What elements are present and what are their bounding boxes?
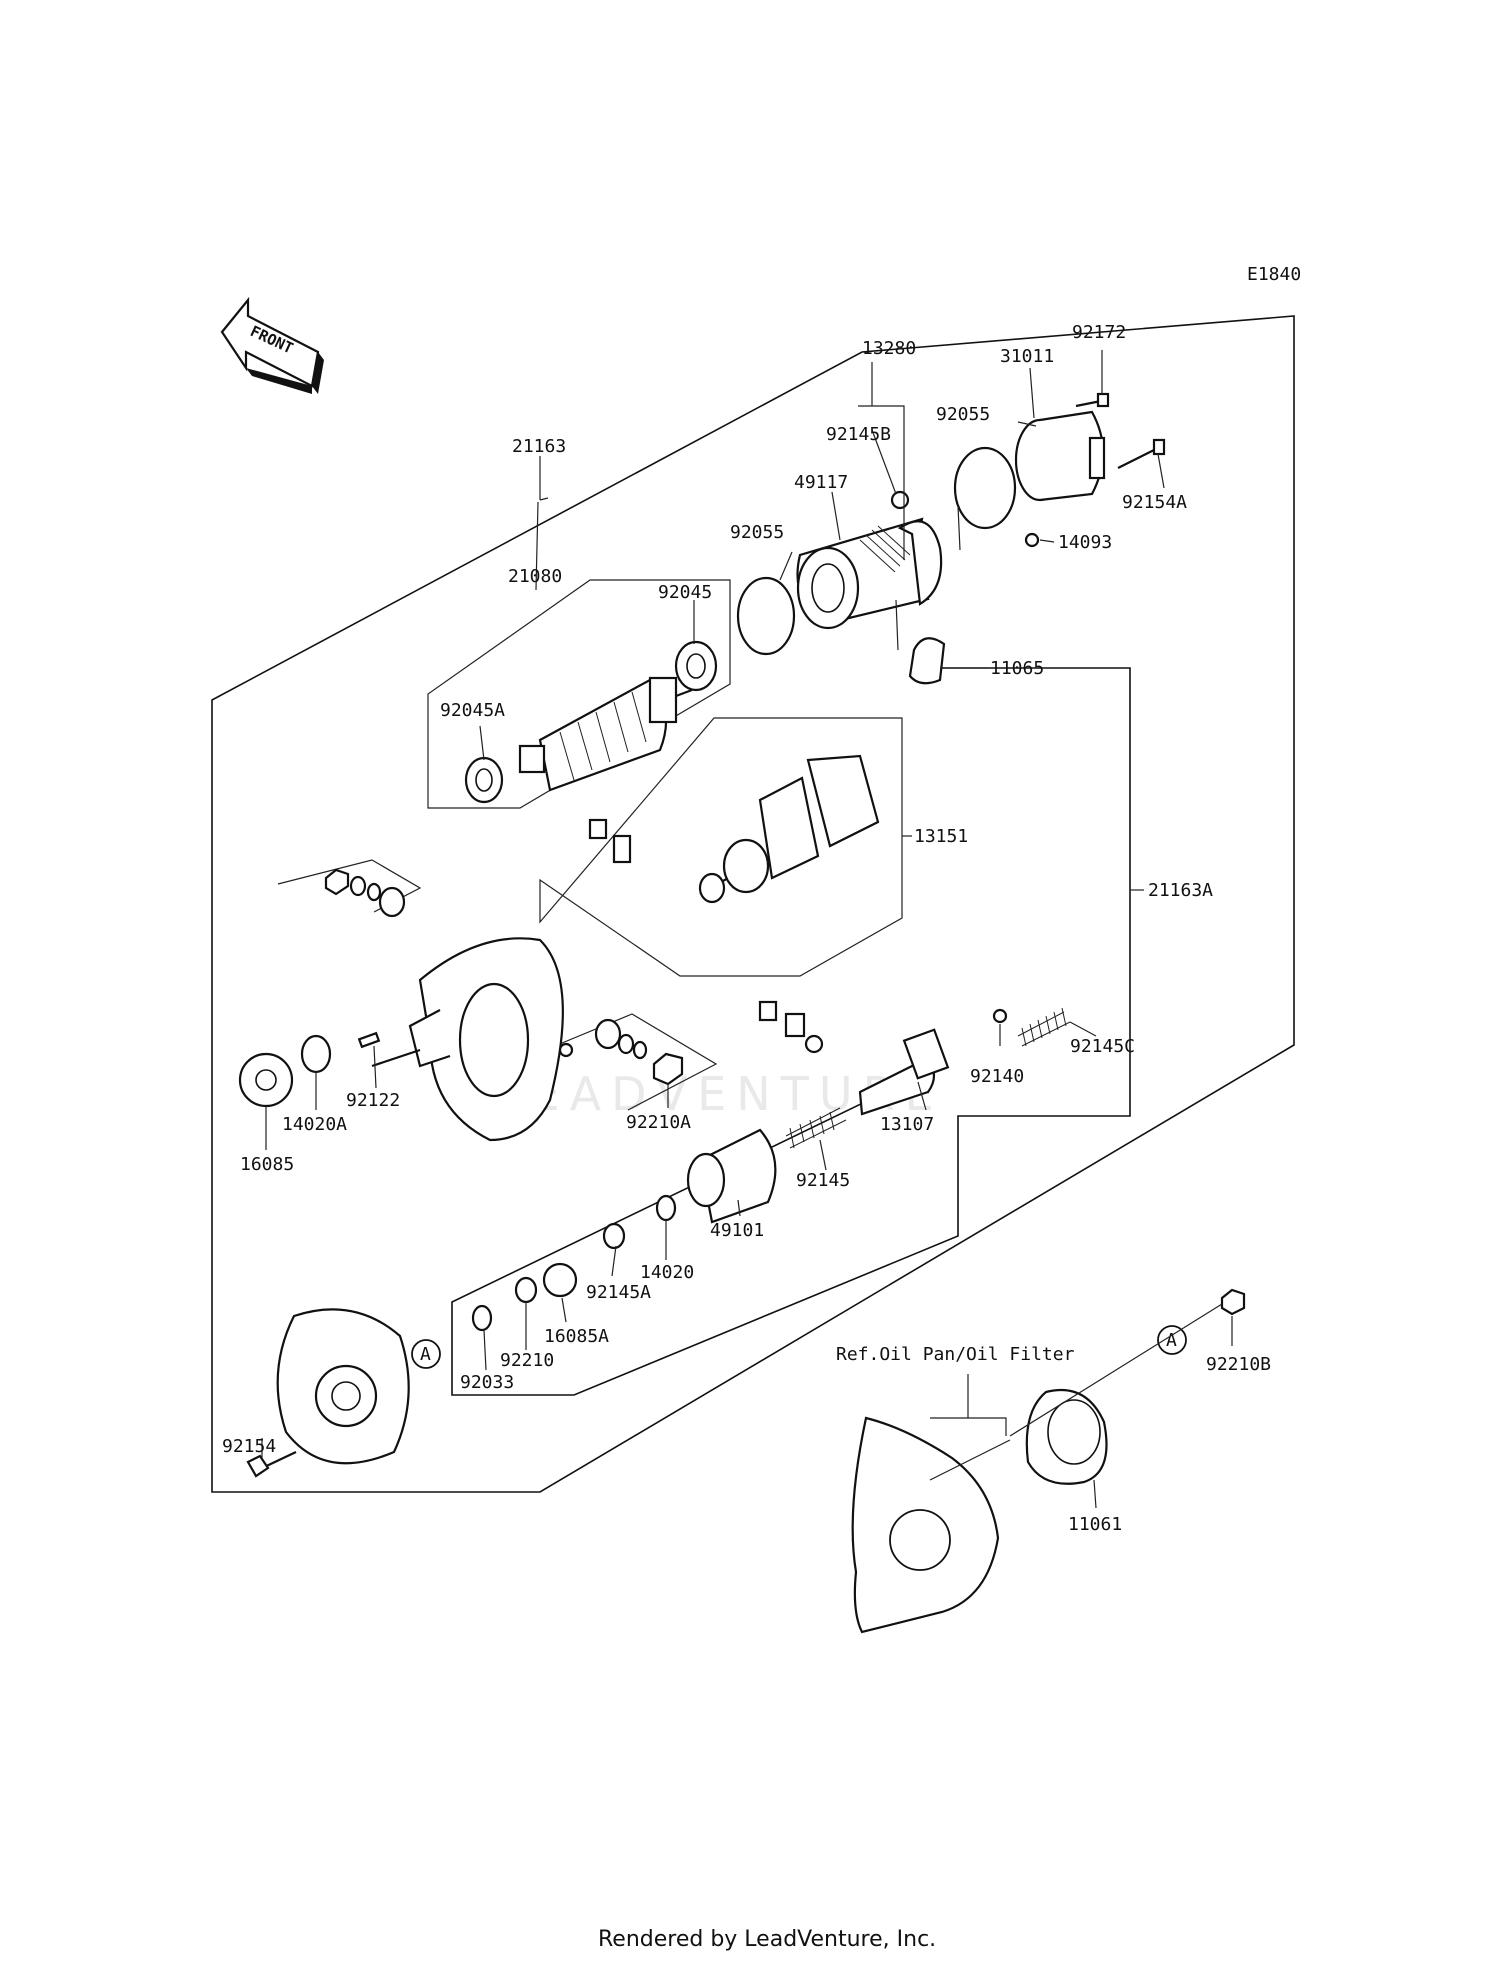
gear-16085 xyxy=(238,1052,294,1108)
label-92210b: 92210B xyxy=(1206,1354,1271,1375)
grommet-92145b xyxy=(890,490,910,510)
label-92140: 92140 xyxy=(970,1066,1024,1087)
washer-stack-right xyxy=(558,1018,648,1060)
bolt-92154a xyxy=(1117,447,1159,469)
assembly-outline-21163a xyxy=(451,667,1131,1396)
armature-21080 xyxy=(518,676,693,792)
nut-14093 xyxy=(1024,532,1040,548)
label-92145c: 92145C xyxy=(1070,1036,1135,1057)
label-ref-oil-pan: Ref.Oil Pan/Oil Filter xyxy=(836,1344,1075,1365)
label-92154: 92154 xyxy=(222,1436,276,1457)
band-31011 xyxy=(1014,410,1106,502)
label-13280: 13280 xyxy=(862,338,916,359)
o-ring-92055-left xyxy=(736,576,796,656)
washer-92210 xyxy=(514,1276,538,1304)
label-92172: 92172 xyxy=(1072,322,1126,343)
footer-credit: Rendered by LeadVenture, Inc. xyxy=(598,1927,936,1952)
label-14020a: 14020A xyxy=(282,1114,347,1135)
label-49101: 49101 xyxy=(710,1220,764,1241)
nut-92210a xyxy=(652,1052,684,1086)
label-92045: 92045 xyxy=(658,582,712,603)
spring-92145a xyxy=(602,1222,626,1250)
washer-stack-left xyxy=(324,868,406,918)
pinion-shaft-13107 xyxy=(858,1028,950,1116)
oil-pan-reference xyxy=(851,1416,1011,1634)
nut-92210b xyxy=(1220,1288,1246,1316)
diagram-code: E1840 xyxy=(1247,264,1301,285)
assembly-outline-21163 xyxy=(211,315,1295,1493)
svg-text:A: A xyxy=(420,1344,431,1365)
brush-holder-13151 xyxy=(588,754,880,1054)
bolt-92154 xyxy=(246,1451,297,1478)
label-92145a: 92145A xyxy=(586,1282,651,1303)
label-16085: 16085 xyxy=(240,1154,294,1175)
svg-text:A: A xyxy=(1166,1330,1177,1351)
collar-14020 xyxy=(655,1194,677,1222)
circlip-92033 xyxy=(471,1304,493,1332)
label-92210a: 92210A xyxy=(626,1112,691,1133)
label-21163a: 21163A xyxy=(1148,880,1213,901)
pin-92122 xyxy=(357,1031,381,1049)
drive-shaft xyxy=(698,838,770,904)
front-cover xyxy=(276,1308,410,1465)
label-92122: 92122 xyxy=(346,1090,400,1111)
armature-outline-21080 xyxy=(427,579,731,809)
brush-plate-outline-13151 xyxy=(539,717,903,977)
label-11065: 11065 xyxy=(990,658,1044,679)
bolt-92172-head xyxy=(1096,392,1110,408)
label-31011: 31011 xyxy=(1000,346,1054,367)
label-92145: 92145 xyxy=(796,1170,850,1191)
label-92045a: 92045A xyxy=(440,700,505,721)
yoke-49117 xyxy=(796,517,943,651)
ball-92140 xyxy=(992,1008,1008,1024)
label-92055-left: 92055 xyxy=(730,522,784,543)
end-cover-housing xyxy=(371,937,564,1142)
gear-16085a xyxy=(542,1262,578,1298)
front-arrow-icon: FRONT xyxy=(220,296,324,394)
label-92033: 92033 xyxy=(460,1372,514,1393)
bearing-92045a xyxy=(464,756,504,804)
bearing-92045 xyxy=(674,640,718,692)
label-92055-top: 92055 xyxy=(936,404,990,425)
label-21080: 21080 xyxy=(508,566,562,587)
label-11061: 11061 xyxy=(1068,1514,1122,1535)
label-21163: 21163 xyxy=(512,436,566,457)
label-13107: 13107 xyxy=(880,1114,934,1135)
label-92210: 92210 xyxy=(500,1350,554,1371)
label-13151: 13151 xyxy=(914,826,968,847)
clutch-49101 xyxy=(686,1128,777,1224)
label-92145b: 92145B xyxy=(826,424,891,445)
label-92154a: 92154A xyxy=(1122,492,1187,513)
label-16085a: 16085A xyxy=(544,1326,609,1347)
collar-14020a xyxy=(300,1034,332,1074)
gasket-11061 xyxy=(1025,1388,1108,1485)
bolt-92154a-head xyxy=(1152,438,1166,456)
spring-92145 xyxy=(785,1107,847,1149)
o-ring-92055-top xyxy=(953,446,1017,530)
stud-line xyxy=(1009,1303,1223,1437)
label-14093: 14093 xyxy=(1058,532,1112,553)
spring-92145c xyxy=(1017,1007,1071,1047)
cap-11065 xyxy=(908,637,946,685)
label-49117: 49117 xyxy=(794,472,848,493)
label-14020: 14020 xyxy=(640,1262,694,1283)
inner-outline-2 xyxy=(549,1013,718,1111)
callout-a-right: A xyxy=(1157,1325,1187,1355)
leader-lines xyxy=(261,350,1233,1509)
callout-a-left: A xyxy=(411,1339,441,1369)
